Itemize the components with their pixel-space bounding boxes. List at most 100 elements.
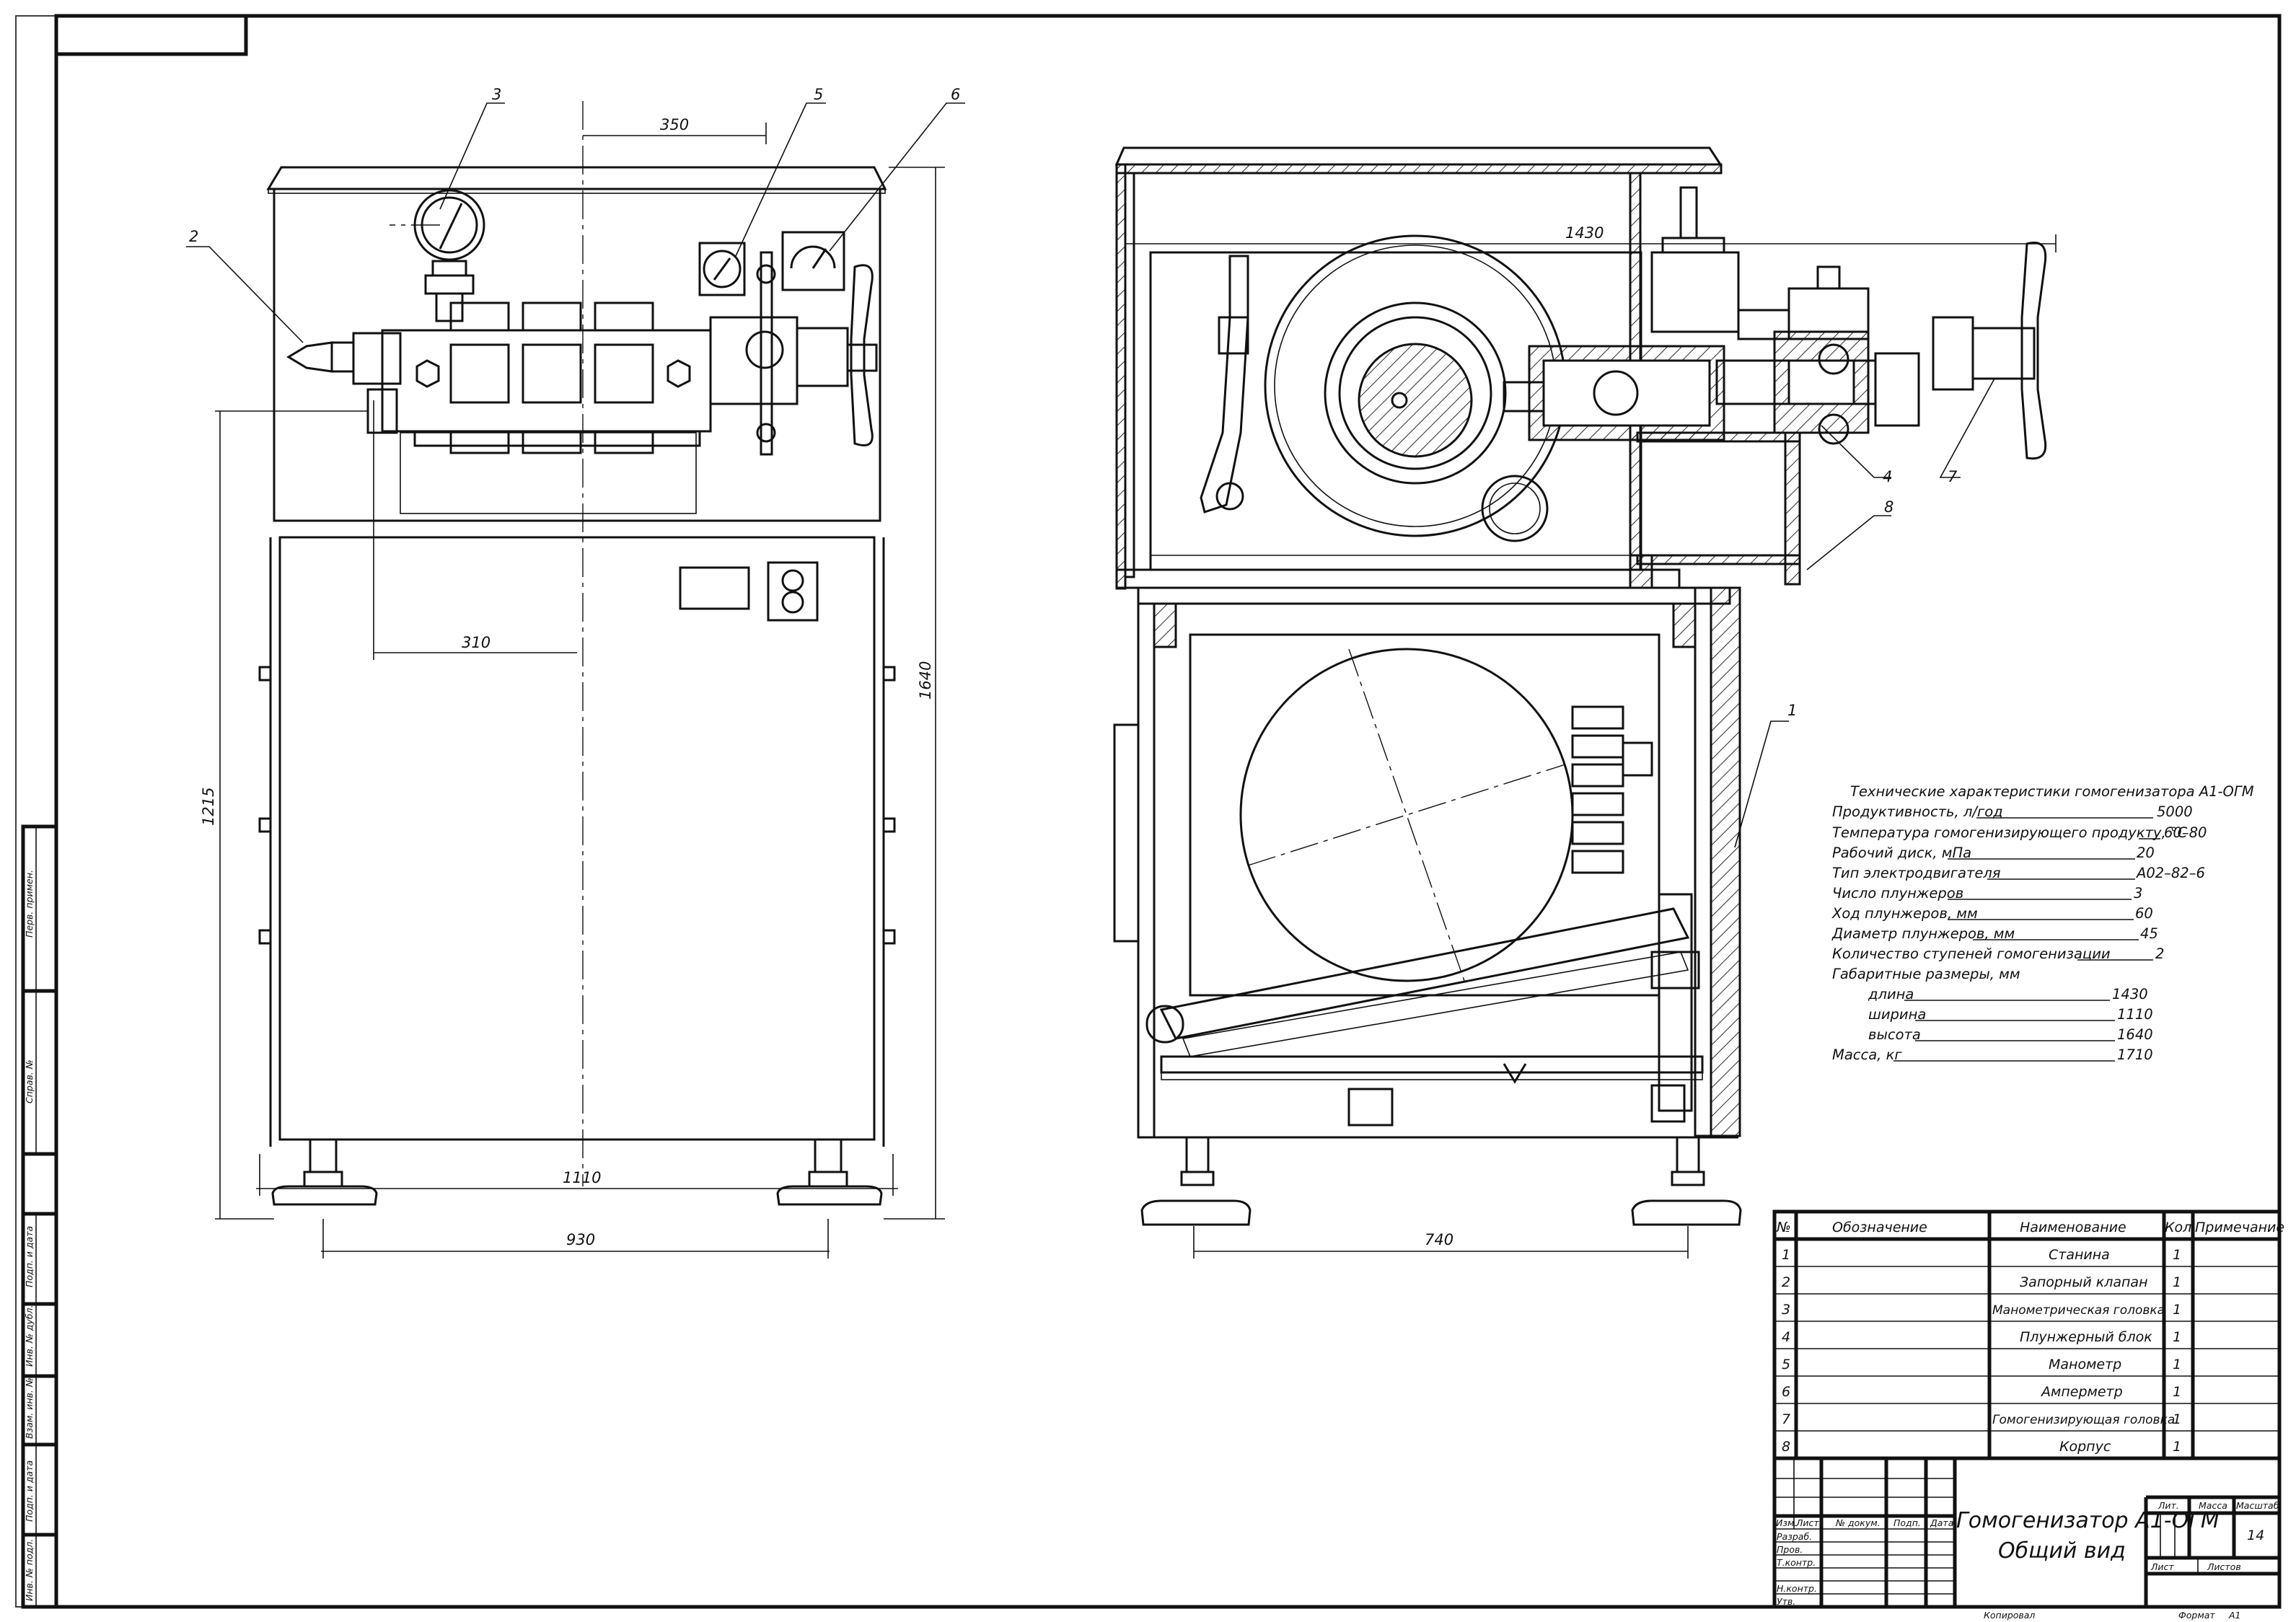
callout-1: 1 <box>1787 702 1797 719</box>
parts-row-name: Манометрическая головка <box>1992 1303 2165 1318</box>
specs-heading: Технические характеристики гомогенизатор… <box>1850 783 2254 800</box>
front-callouts: 2 3 5 6 <box>186 86 965 343</box>
dim-1430: 1430 <box>1565 224 1604 242</box>
spec-value-6: 45 <box>2140 925 2158 942</box>
spec-value-3: А02–82–6 <box>2135 865 2205 881</box>
rev-header-list: Лист <box>1795 1517 1819 1528</box>
gauge-5 <box>698 242 746 296</box>
parts-row-qty: 1 <box>2173 1439 2181 1455</box>
spec-value-2: 20 <box>2137 845 2155 861</box>
title-lit-label: Лит. <box>2158 1500 2179 1511</box>
parts-row-num: 6 <box>1782 1384 1790 1400</box>
parts-row-num: 1 <box>1782 1247 1790 1263</box>
stamp-inv-podl: Инв. № подл. <box>24 1539 35 1601</box>
spec-value-5: 60 <box>2135 905 2153 922</box>
stamp-sprav-no: Справ. № <box>24 1059 35 1103</box>
dim-930: 930 <box>566 1231 595 1248</box>
title-sheet-number: 14 <box>2247 1528 2264 1543</box>
parts-row-name: Корпус <box>2059 1439 2111 1455</box>
parts-row-qty: 1 <box>2173 1274 2181 1290</box>
side-dimensions: 1430 740 1 4 7 8 <box>1125 224 1995 1259</box>
parts-row-qty: 1 <box>2173 1411 2181 1427</box>
format-value: А1 <box>2228 1610 2241 1621</box>
parts-header-qty: Кол. <box>2165 1220 2196 1235</box>
spec-label-0: Продуктивность, л/год <box>1832 803 2003 820</box>
parts-row-qty: 1 <box>2173 1302 2181 1318</box>
parts-header-designation: Обозначение <box>1832 1220 1927 1235</box>
parts-row-name: Амперметр <box>2040 1384 2123 1400</box>
parts-row-num: 2 <box>1782 1274 1790 1290</box>
parts-row-num: 7 <box>1782 1411 1790 1427</box>
dim-310: 310 <box>462 634 491 651</box>
spec-label-7: Количество ступеней гомогенизации <box>1832 946 2111 962</box>
parts-row-name: Гомогенизирующая головка <box>1992 1413 2175 1427</box>
ammeter-6 <box>781 231 845 291</box>
spec-label-6: Диаметр плунжеров, мм <box>1831 925 2015 942</box>
title-sheets-label: Листов <box>2207 1561 2241 1572</box>
parts-row-qty: 1 <box>2173 1329 2181 1345</box>
parts-row-num: 5 <box>1782 1357 1790 1372</box>
stamp-vzam-inv: Взам. инв. № <box>24 1378 35 1439</box>
front-view <box>258 101 896 1206</box>
callout-8: 8 <box>1884 498 1893 516</box>
role-utv: Утв. <box>1777 1596 1795 1607</box>
stamp-perv-primen: Перв. примен. <box>24 870 35 938</box>
drawing-title-line2: Общий вид <box>1998 1538 2126 1564</box>
stamp-podp-data-1: Подп. и дата <box>24 1226 35 1287</box>
parts-header-num: № <box>1776 1220 1791 1235</box>
side-view <box>1113 146 2057 1226</box>
parts-row-name: Запорный клапан <box>2020 1274 2148 1290</box>
parts-row-name: Станина <box>2049 1247 2110 1263</box>
spec-label-3: Тип электродвигателя <box>1832 865 2001 881</box>
callout-4: 4 <box>1883 468 1892 485</box>
parts-row-qty: 1 <box>2173 1384 2181 1400</box>
spec-value-0: 5000 <box>2157 803 2193 820</box>
title-scale-label: Масштаб <box>2236 1500 2279 1511</box>
side-stamp: Перв. примен. Справ. № Подп. и дата Инв.… <box>21 824 58 1609</box>
front-foot-left <box>271 1138 378 1206</box>
callout-2: 2 <box>189 228 198 245</box>
rev-header-doc: № докум. <box>1835 1517 1881 1528</box>
rev-header-podp: Подп. <box>1893 1517 1921 1528</box>
role-nkontr: Н.контр. <box>1777 1583 1817 1594</box>
side-foot-left <box>1140 1136 1252 1226</box>
dim-350: 350 <box>660 116 689 133</box>
spec-size-label-1: ширина <box>1868 1006 1926 1023</box>
spec-label-4: Число плунжеров <box>1832 885 1963 902</box>
spec-value-1: 60–80 <box>2164 824 2207 841</box>
parts-header-name: Наименование <box>2020 1220 2126 1235</box>
parts-row-qty: 1 <box>2173 1357 2181 1372</box>
callout-5: 5 <box>814 86 823 103</box>
parts-row-name: Манометр <box>2049 1357 2121 1372</box>
front-foot-right <box>776 1138 883 1206</box>
sheet-frame <box>15 14 2282 1609</box>
spec-size-label-0: длина <box>1868 986 1914 1002</box>
dim-1640: 1640 <box>917 661 934 700</box>
dim-740: 740 <box>1425 1231 1453 1248</box>
pressure-gauge-3 <box>413 189 485 322</box>
parts-row-num: 8 <box>1782 1439 1790 1455</box>
stamp-podp-data-2: Подп. и дата <box>24 1460 35 1522</box>
title-block: Изм. Лист № докум. Подп. Дата Разраб. Пр… <box>1772 1456 2282 1621</box>
spec-value-7: 2 <box>2155 946 2164 962</box>
tech-specs: Технические характеристики гомогенизатор… <box>1831 783 2254 1063</box>
spec-label-1: Температура гомогенизирующего продукту, … <box>1832 824 2188 841</box>
title-sheet-label: Лист <box>2150 1561 2174 1572</box>
parts-row-name: Плунжерный блок <box>2020 1329 2152 1345</box>
spec-mass-value: 1710 <box>2117 1046 2153 1063</box>
format-label: Формат <box>2178 1610 2215 1621</box>
dim-1215: 1215 <box>200 788 217 826</box>
front-dimensions: 350 310 1215 1640 1110 930 <box>200 116 945 1259</box>
parts-row-num: 4 <box>1782 1329 1790 1345</box>
spec-mass-label: Масса, кг <box>1832 1046 1902 1063</box>
parts-table: № Обозначение Наименование Кол. Примечан… <box>1772 1209 2284 1460</box>
rev-header-izm: Изм. <box>1776 1517 1797 1528</box>
side-foot-right <box>1631 1136 1742 1226</box>
dim-1110: 1110 <box>563 1169 601 1186</box>
role-prov: Пров. <box>1777 1544 1803 1555</box>
parts-row-num: 3 <box>1782 1302 1790 1318</box>
spec-size-value-0: 1430 <box>2112 986 2148 1002</box>
spec-size-value-2: 1640 <box>2117 1026 2153 1043</box>
rev-header-data: Дата <box>1930 1517 1953 1528</box>
